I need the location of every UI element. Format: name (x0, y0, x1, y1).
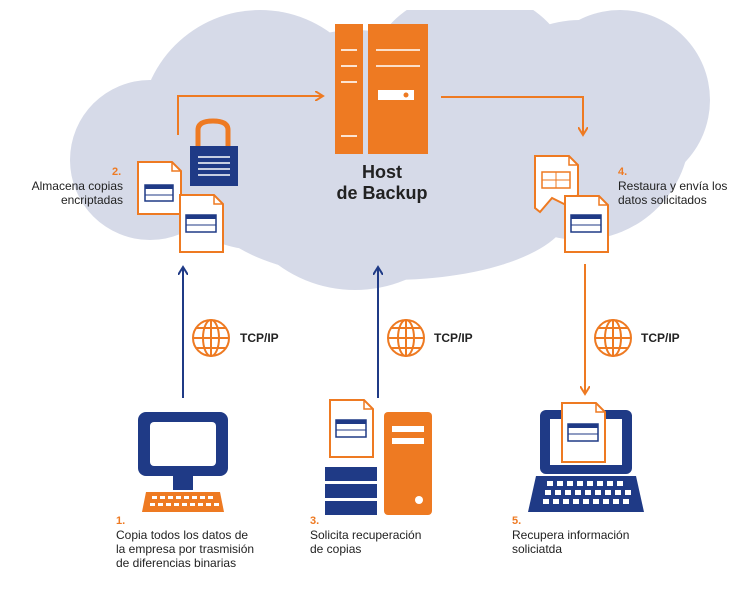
step-number: 4. (618, 166, 628, 178)
document-icon (561, 402, 606, 463)
host-label-line2: de Backup (336, 183, 428, 203)
document-icon (137, 161, 182, 215)
step-text-line: soliciatda (512, 542, 563, 556)
globe-icon (387, 319, 425, 357)
step-number: 3. (310, 515, 320, 527)
arrow-to-host (177, 96, 322, 135)
tcp-label: TCP/IP (434, 331, 473, 345)
step-text-line: de diferencias binarias (116, 556, 237, 570)
step-number: 5. (512, 515, 522, 527)
step-1: 1. Copia todos los datos de la empresa p… (116, 514, 254, 570)
desktop-computer-icon (138, 412, 228, 512)
step-text-line: Copia todos los datos de (116, 528, 249, 542)
step-text-line: Restaura y envía los (618, 179, 728, 193)
document-icon (179, 194, 224, 253)
step-text-line: la empresa por trasmisión (116, 542, 255, 556)
step-text-line: Almacena copias (31, 179, 123, 193)
step-text-line: Recupera información (512, 528, 630, 542)
step-text-line: Solicita recuperación (310, 528, 422, 542)
step-2: 2. Almacena copias encriptadas (14, 165, 123, 207)
tcp-label: TCP/IP (240, 331, 279, 345)
lock-icon (190, 118, 238, 186)
globe-icon (192, 319, 230, 357)
step-number: 1. (116, 515, 126, 527)
host-label: Host de Backup (312, 162, 452, 204)
step-4: 4. Restaura y envía los datos solicitado… (618, 165, 727, 207)
tower-server-icon (325, 412, 432, 515)
globe-icon (594, 319, 632, 357)
host-label-line1: Host (362, 162, 402, 182)
tcp-label: TCP/IP (641, 331, 680, 345)
step-3: 3. Solicita recuperación de copias (310, 514, 421, 556)
step-number: 2. (112, 166, 122, 178)
step-text-line: de copias (310, 542, 362, 556)
document-icon (329, 399, 374, 458)
document-icon (564, 195, 609, 253)
step-text-line: datos solicitados (618, 193, 707, 207)
step-text-line: encriptadas (60, 193, 123, 207)
step-5: 5. Recupera información soliciatda (512, 514, 629, 556)
server-icon (335, 24, 428, 154)
arrow-from-host (441, 96, 583, 134)
